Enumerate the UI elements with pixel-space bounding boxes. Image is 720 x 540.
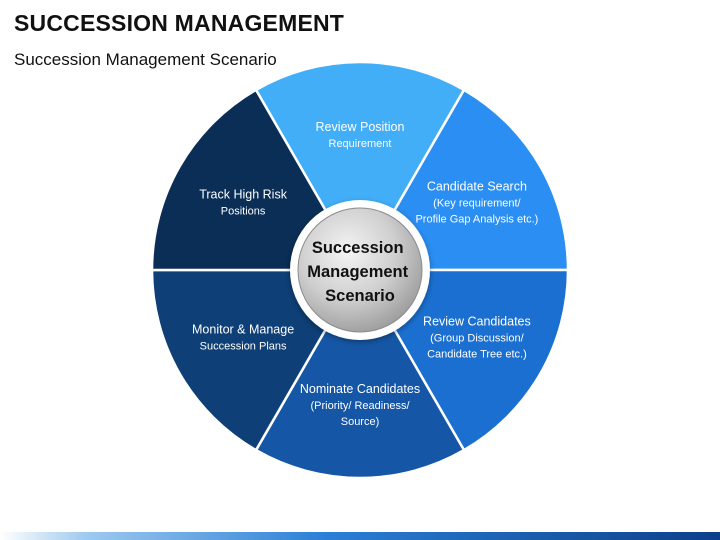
segment-label-review-candidates: Review Candidates (Group Discussion/Candi… [423,315,531,361]
segment-label-line: (Group Discussion/ [430,333,524,345]
svg-text:Succession Management: Succession Management Scenario [307,239,412,305]
segment-label-line: Review Position [316,120,405,134]
center-label-line-1: Succession [312,239,404,257]
page-title: SUCCESSION MANAGEMENT [14,10,345,36]
segment-label-line: Monitor & Manage [192,323,294,337]
segment-label-line: (Key requirement/ [433,198,521,210]
segment-label-line: Profile Gap Analysis etc.) [415,214,538,226]
center-label-line-3: Scenario [325,287,395,305]
segment-label-line: Track High Risk [199,188,287,202]
page-subtitle: Succession Management Scenario [14,50,277,69]
segment-label-line: Nominate Candidates [300,382,420,396]
segment-label-line: Succession Plans [200,341,287,353]
bottom-accent-bar [0,532,720,540]
center-hub: Succession Management Scenario [290,200,430,340]
segment-label-line: Candidate Search [427,180,527,194]
center-label-line-2: Management [307,263,408,281]
segment-label-nominate-candidates: Nominate Candidates (Priority/ Readiness/… [300,382,420,428]
segment-label-candidate-search: Candidate Search (Key requirement/Profile… [415,180,538,226]
segment-label-line: Requirement [329,138,392,150]
wheel-outline [151,61,569,479]
segment-label-line: Positions [221,206,266,218]
segment-label-line: (Priority/ Readiness/ [310,400,410,412]
segment-label-line: Review Candidates [423,315,531,329]
segment-label-line: Source) [341,416,380,428]
segment-label-line: Candidate Tree etc.) [427,349,527,361]
